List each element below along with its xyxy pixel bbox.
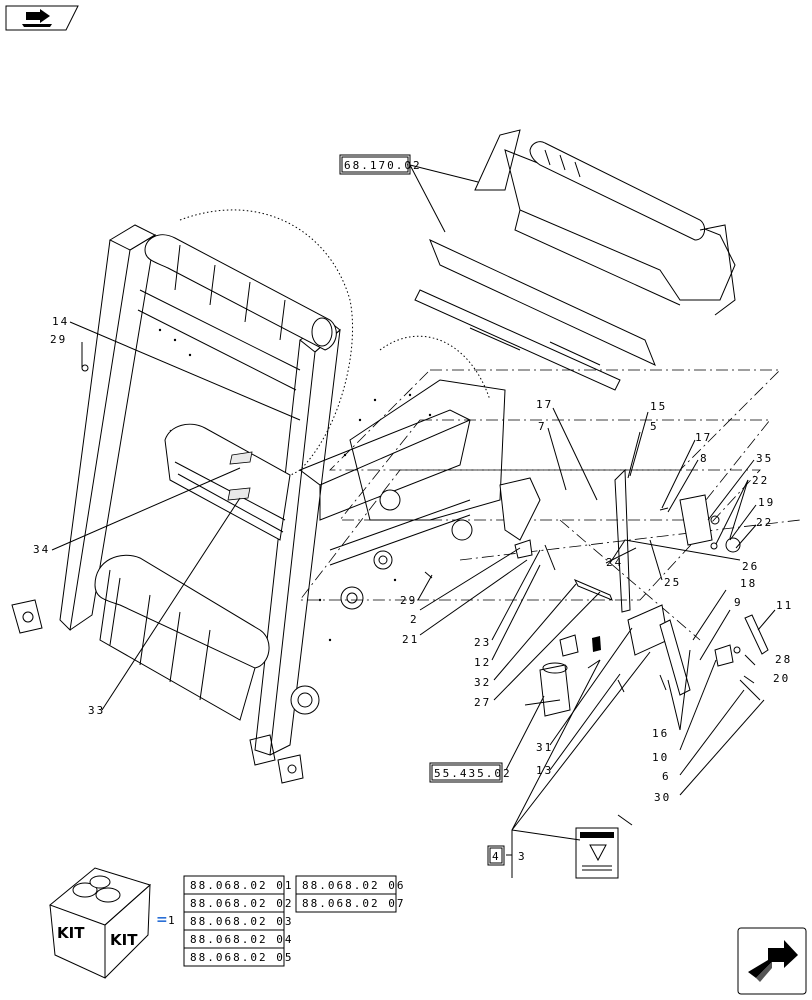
callout-14[interactable]: 14 xyxy=(52,315,69,328)
callout-20[interactable]: 20 xyxy=(773,672,790,685)
warning-decal xyxy=(575,827,619,879)
callout-16[interactable]: 16 xyxy=(652,727,669,740)
kit-label-right: KIT xyxy=(110,931,138,949)
ref-code-mid: 55.435.02 xyxy=(434,767,512,780)
callout-25[interactable]: 25 xyxy=(664,576,681,589)
callout-27[interactable]: 27 xyxy=(474,696,491,709)
next-page-arrow-icon[interactable] xyxy=(737,927,807,995)
small-parts xyxy=(499,468,769,879)
kit-code[interactable]: 88.068.02 06 xyxy=(302,879,405,892)
book-arrow-icon[interactable] xyxy=(5,5,79,31)
callout-30[interactable]: 30 xyxy=(654,791,671,804)
callout-5[interactable]: 5 xyxy=(650,420,659,433)
callout-35[interactable]: 35 xyxy=(756,452,773,465)
callout-3[interactable]: 3 xyxy=(518,850,527,863)
callout-13[interactable]: 13 xyxy=(536,764,553,777)
callout-28[interactable]: 28 xyxy=(775,653,792,666)
kit-code[interactable]: 88.068.02 01 xyxy=(190,879,293,892)
callout-24[interactable]: 24 xyxy=(606,556,623,569)
kit-code-table: 88.068.02 01 88.068.02 02 88.068.02 03 8… xyxy=(183,875,405,967)
callout-26[interactable]: 26 xyxy=(742,560,759,573)
ref-box-4[interactable]: 4 xyxy=(487,845,505,866)
top-roller-assembly xyxy=(414,129,736,391)
callout-15[interactable]: 15 xyxy=(650,400,667,413)
ref-code-top: 68.170.02 xyxy=(344,159,422,172)
callout-9[interactable]: 9 xyxy=(734,596,743,609)
callout-23[interactable]: 23 xyxy=(474,636,491,649)
callout-29b[interactable]: 29 xyxy=(400,594,417,607)
kit-code[interactable]: 88.068.02 05 xyxy=(190,951,293,964)
ref-box-mid[interactable]: 55.435.02 xyxy=(429,762,512,783)
callout-4: 4 xyxy=(492,850,501,863)
callout-32[interactable]: 32 xyxy=(474,676,491,689)
callout-labels: 14 29 34 33 17 7 15 5 17 8 35 22 19 22 2… xyxy=(33,315,793,863)
kit-icon: KIT KIT xyxy=(49,867,151,979)
callout-17b[interactable]: 17 xyxy=(695,431,712,444)
ref-box-top[interactable]: 68.170.02 xyxy=(339,154,422,175)
callout-17[interactable]: 17 xyxy=(536,398,553,411)
kit-code[interactable]: 88.068.02 07 xyxy=(302,897,405,910)
callout-34[interactable]: 34 xyxy=(33,543,50,556)
callout-31[interactable]: 31 xyxy=(536,741,553,754)
callout-22[interactable]: 22 xyxy=(752,474,769,487)
kit-code[interactable]: 88.068.02 03 xyxy=(190,915,293,928)
callout-10[interactable]: 10 xyxy=(652,751,669,764)
callout-33[interactable]: 33 xyxy=(88,704,105,717)
callout-18[interactable]: 18 xyxy=(740,577,757,590)
kit-code[interactable]: 88.068.02 04 xyxy=(190,933,293,946)
callout-29[interactable]: 29 xyxy=(50,333,67,346)
kit-code[interactable]: 88.068.02 02 xyxy=(190,897,293,910)
kit-label-left: KIT xyxy=(57,924,85,942)
callout-21[interactable]: 21 xyxy=(402,633,419,646)
callout-22b[interactable]: 22 xyxy=(756,516,773,529)
baler-frame xyxy=(11,209,506,784)
callout-6[interactable]: 6 xyxy=(662,770,671,783)
kit-equals: = xyxy=(156,912,168,928)
callout-12[interactable]: 12 xyxy=(474,656,491,669)
callout-2[interactable]: 2 xyxy=(410,613,419,626)
leader-lines xyxy=(51,164,776,878)
callout-7[interactable]: 7 xyxy=(538,420,547,433)
callout-19[interactable]: 19 xyxy=(758,496,775,509)
kit-qty: 1 xyxy=(168,914,177,927)
callout-8[interactable]: 8 xyxy=(700,452,709,465)
callout-11[interactable]: 11 xyxy=(776,599,793,612)
